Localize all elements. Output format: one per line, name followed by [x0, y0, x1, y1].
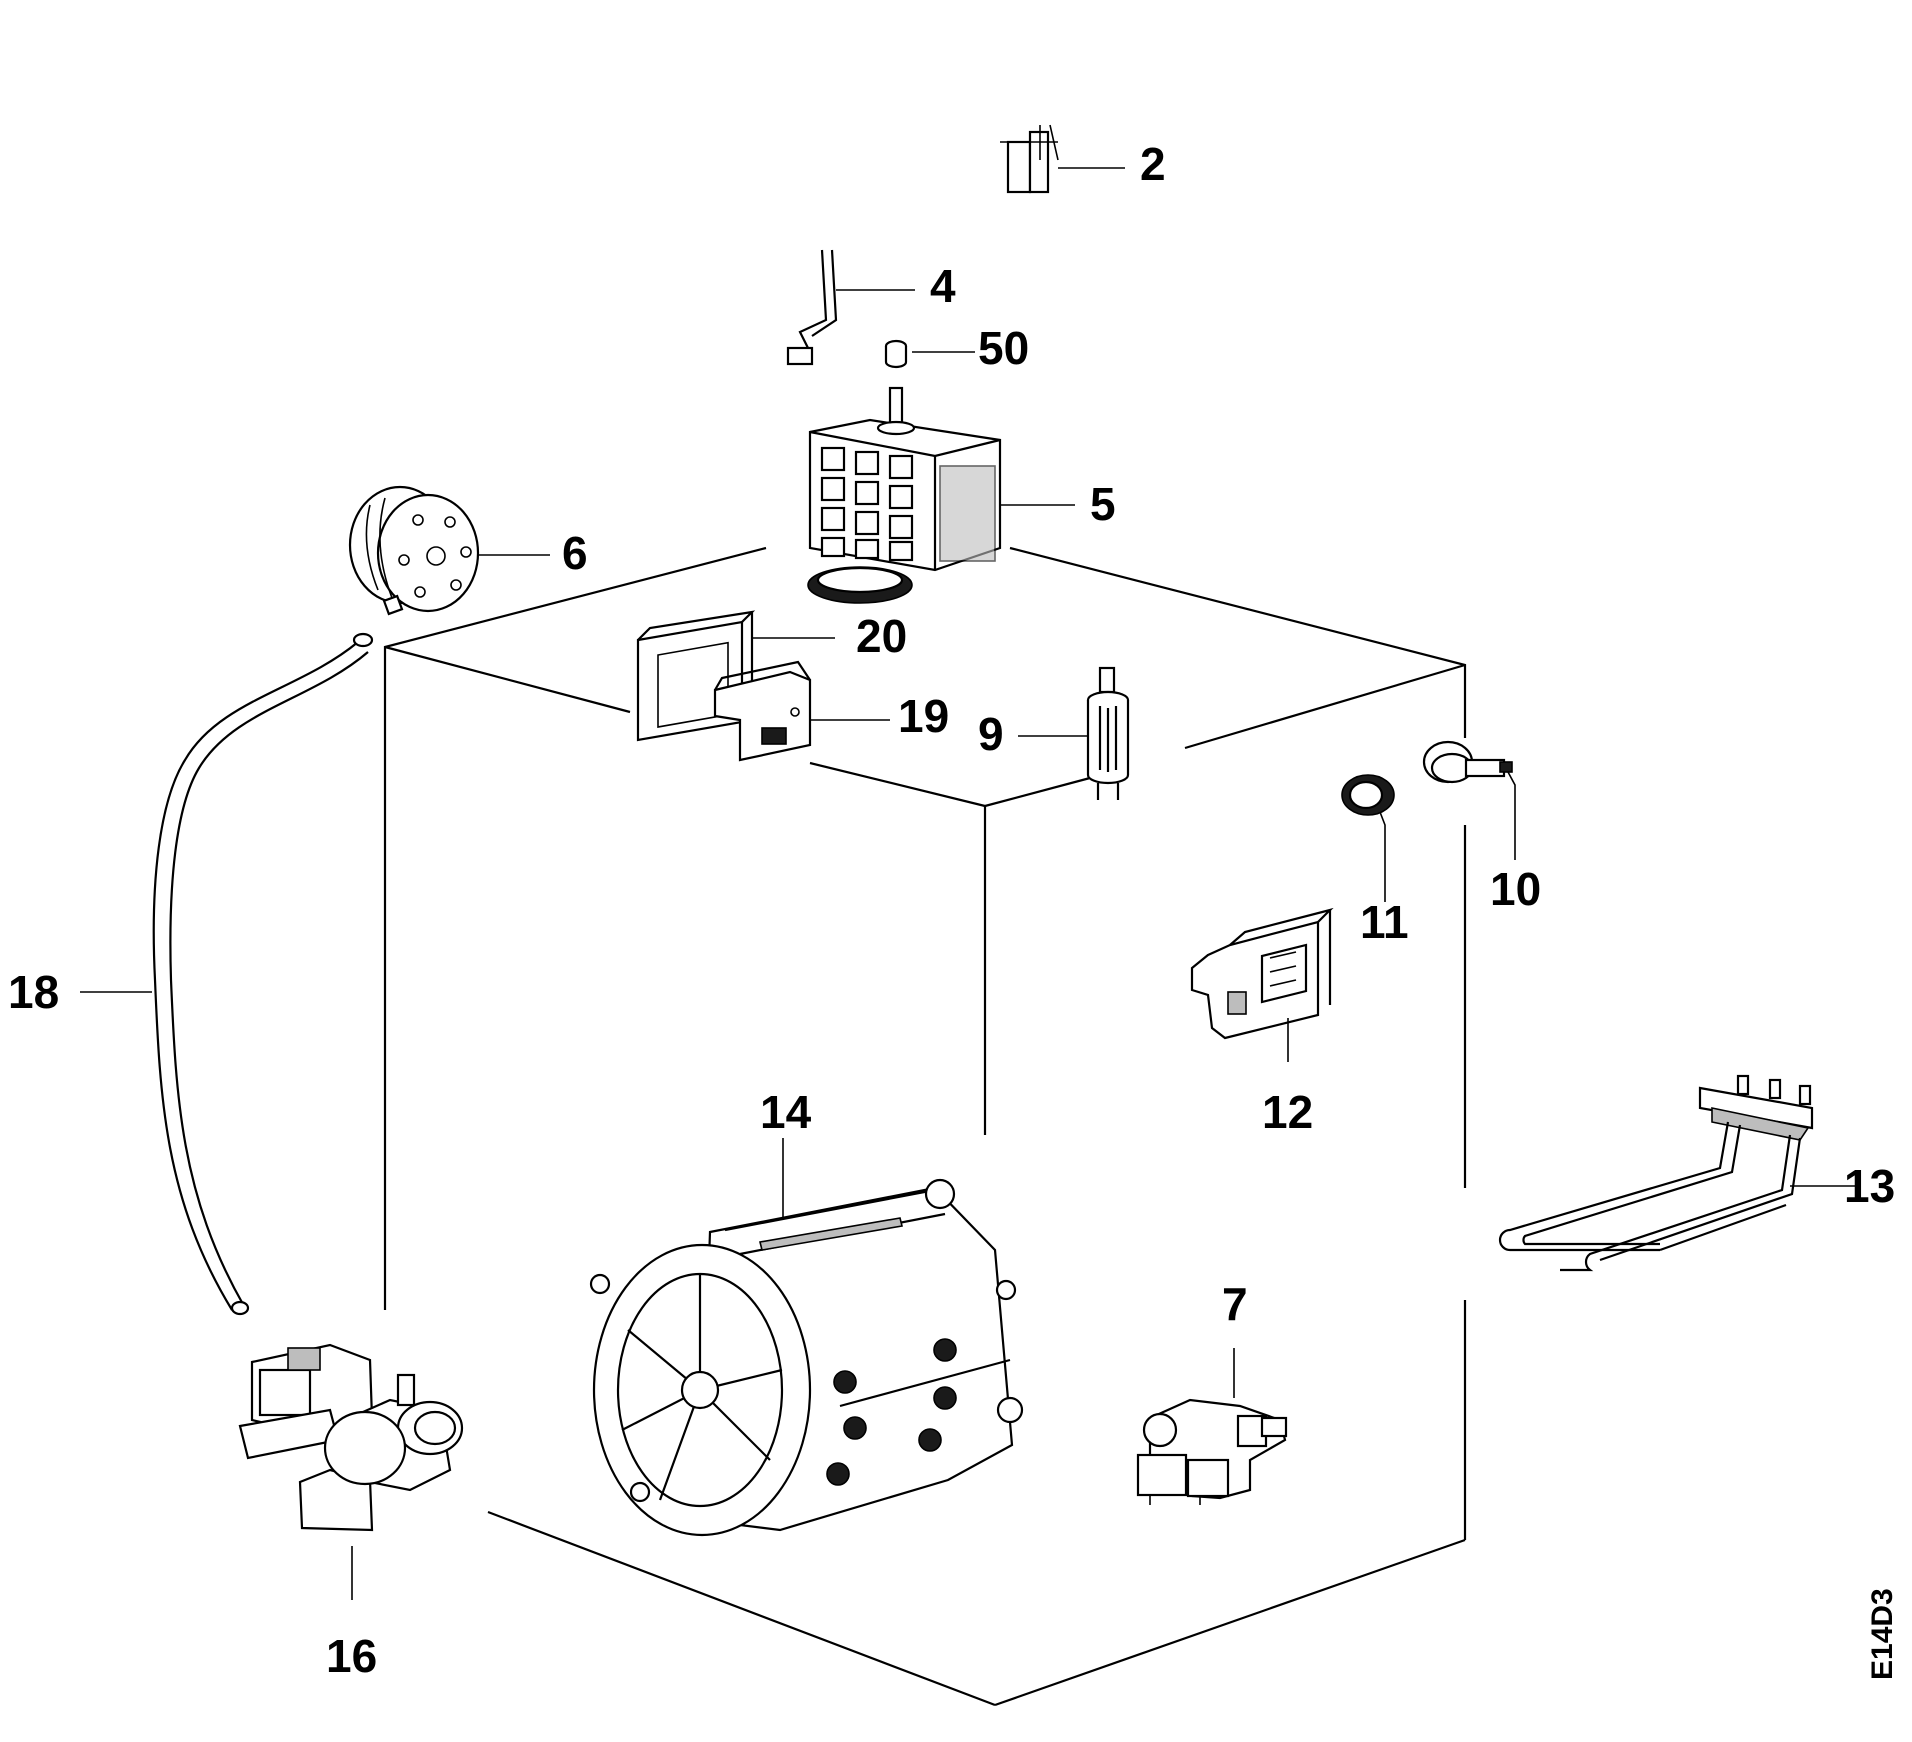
part-5-timer — [807, 386, 1075, 604]
label-part-11: 11 — [1360, 896, 1409, 948]
part-14-drive-motor — [589, 1138, 1024, 1537]
part-4-wire-link — [786, 249, 915, 366]
drawing-code: E14D3 — [1866, 1588, 1899, 1680]
part-13-heating-element — [1498, 1074, 1858, 1272]
part-19-main-switch — [713, 660, 890, 762]
label-part-19: 19 — [898, 690, 949, 742]
label-part-4: 4 — [930, 260, 956, 312]
label-part-18: 18 — [8, 966, 59, 1018]
part-12-door-interlock — [1190, 907, 1334, 1062]
part-10-thermostat — [1422, 740, 1516, 860]
label-part-10: 10 — [1490, 863, 1541, 915]
label-part-7: 7 — [1222, 1278, 1248, 1330]
label-part-20: 20 — [856, 610, 907, 662]
motor-terminal-screws — [826, 1338, 957, 1486]
part-11-ring — [1341, 774, 1395, 902]
label-part-5: 5 — [1090, 478, 1116, 530]
label-part-16: 16 — [326, 1630, 377, 1682]
part-2-switch — [1000, 124, 1125, 194]
cabinet-outline — [383, 546, 1467, 1707]
part-6-door-lock-motor — [348, 485, 550, 616]
part-16-drain-pump — [238, 1343, 464, 1600]
part-50-knob-cap — [884, 339, 975, 369]
label-part-2: 2 — [1140, 138, 1166, 190]
timer-contacts — [820, 446, 914, 562]
label-part-50: 50 — [978, 322, 1029, 374]
label-part-6: 6 — [562, 527, 588, 579]
label-part-14: 14 — [760, 1086, 812, 1138]
part-7-inlet-valve — [1136, 1348, 1288, 1505]
part-18-hose — [80, 632, 374, 1316]
label-part-13: 13 — [1844, 1160, 1895, 1212]
label-part-9: 9 — [978, 708, 1004, 760]
label-part-12: 12 — [1262, 1086, 1313, 1138]
part-9-capacitor — [1018, 666, 1130, 800]
